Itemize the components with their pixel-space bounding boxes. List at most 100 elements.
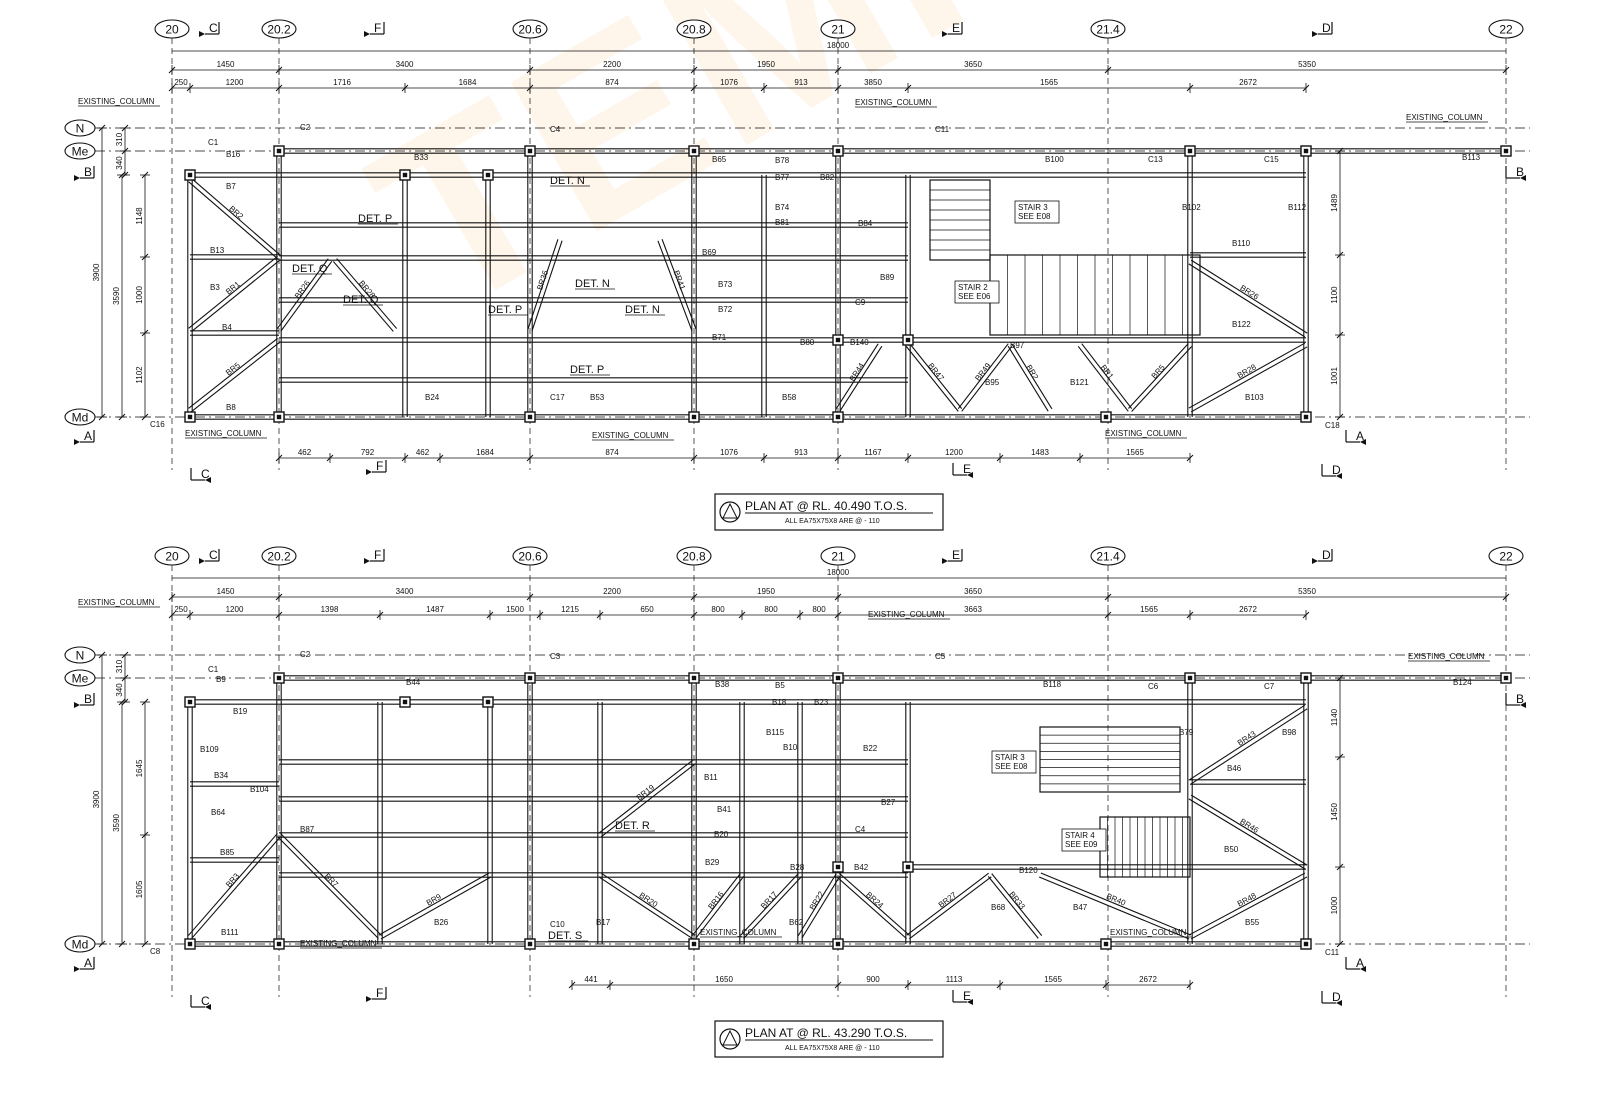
member-edge: [527, 239, 559, 330]
dimension-string: 3900: [92, 651, 107, 948]
beam-label: B81: [775, 218, 790, 227]
brace-label: BR26: [293, 278, 312, 300]
member-edge: [661, 239, 697, 330]
dimension-tick: [526, 66, 534, 74]
beam-label: B97: [1010, 341, 1025, 350]
dimension-tick: [738, 611, 746, 619]
column-core: [485, 699, 491, 705]
member-edge: [601, 763, 696, 838]
member-edge: [801, 875, 841, 939]
column-core: [527, 148, 533, 154]
dimension-value: 1950: [757, 60, 775, 69]
dimension-value: 441: [584, 975, 598, 984]
steel-member: [527, 151, 533, 417]
column-label: C3: [550, 652, 561, 661]
steel-member: [485, 175, 491, 417]
stair-callout: STAIR 3: [1018, 203, 1048, 212]
section-letter: B: [84, 165, 92, 179]
beam-label: B62: [789, 918, 804, 927]
brace-label: BR16: [706, 889, 726, 911]
member-edge: [188, 181, 278, 260]
title-logo-ring: [719, 1028, 741, 1050]
steel-member: [957, 343, 1013, 412]
section-letter: A: [84, 956, 92, 970]
steel-member: [279, 872, 908, 878]
beam-label: B7: [226, 182, 236, 191]
dimension-tick: [996, 981, 1004, 989]
beam-label: B46: [1227, 764, 1242, 773]
column-core: [187, 172, 193, 178]
brace-label: BR1: [1099, 363, 1116, 381]
steel-member: [1188, 704, 1308, 785]
existing-column-callout: EXISTING_COLUMN: [1408, 652, 1485, 661]
column-label: C1: [208, 665, 219, 674]
steel-member: [378, 872, 492, 940]
section-arrow: [364, 31, 370, 37]
steel-member: [377, 702, 383, 944]
steel-member: [276, 151, 282, 417]
section-arrow: [74, 966, 80, 972]
dimension-value: 1076: [720, 78, 738, 87]
grid-label: 21: [831, 23, 845, 37]
dimension-value: 3900: [92, 790, 101, 808]
section-marker: B: [1505, 692, 1526, 708]
beam-label: B55: [1245, 918, 1260, 927]
member-edge: [191, 177, 281, 256]
dimension-value: 1684: [459, 78, 477, 87]
beam-label: B53: [590, 393, 605, 402]
section-marker: D: [1312, 21, 1333, 37]
beam-label: B64: [211, 808, 226, 817]
brace-label: BR46: [1238, 817, 1260, 835]
dimension-tick: [275, 84, 283, 92]
dimension-tick: [1502, 593, 1510, 601]
dimension-value: 3590: [112, 287, 121, 305]
brace-label: BR41: [672, 269, 688, 291]
dimension-value: 3850: [864, 78, 882, 87]
steel-member: [905, 175, 911, 417]
section-letter: F: [376, 986, 383, 1000]
dimension-tick: [186, 84, 194, 92]
existing-column-callout: EXISTING_COLUMN: [592, 431, 669, 440]
existing-column-callout: EXISTING_COLUMN: [1105, 429, 1182, 438]
section-arrow: [366, 469, 372, 475]
member-edge: [1081, 343, 1133, 409]
dimension-tick: [1186, 611, 1194, 619]
steel-member: [657, 239, 697, 331]
steel-member: [1038, 872, 1192, 940]
dimension-tick: [568, 981, 576, 989]
member-edge: [188, 255, 278, 329]
brace-label: BR22: [808, 889, 826, 911]
member-edge: [1077, 346, 1129, 412]
column-label: C16: [150, 420, 165, 429]
column-core: [905, 337, 911, 343]
steel-member: [279, 337, 908, 343]
dimension-value: 1565: [1044, 975, 1062, 984]
beam-label: B69: [702, 248, 717, 257]
dimension-value: 3900: [92, 263, 101, 281]
steel-member: [187, 702, 193, 944]
steel-member: [597, 702, 603, 944]
section-marker: F: [364, 548, 385, 564]
dimension-value: 462: [298, 448, 312, 457]
brace-label: BR3: [224, 871, 241, 889]
column-core: [1303, 675, 1309, 681]
steel-member: [487, 702, 493, 944]
section-letter: E: [963, 989, 971, 1003]
stair-callout: STAIR 3: [995, 753, 1025, 762]
steel-member: [1188, 872, 1308, 940]
column-core: [1303, 414, 1309, 420]
dimension-string: 3590: [112, 698, 127, 948]
dimension-tick: [141, 329, 149, 337]
dimension-tick: [141, 698, 149, 706]
brace-label: BR47: [926, 361, 946, 383]
steel-member: [1188, 259, 1308, 338]
steel-member: [279, 832, 908, 838]
beam-label: B80: [800, 338, 815, 347]
column-core: [691, 941, 697, 947]
dimension-value: 874: [605, 78, 619, 87]
dimension-value: 1140: [1330, 708, 1339, 726]
brace-label: BR5: [1150, 363, 1168, 381]
dimension-tick: [1502, 66, 1510, 74]
